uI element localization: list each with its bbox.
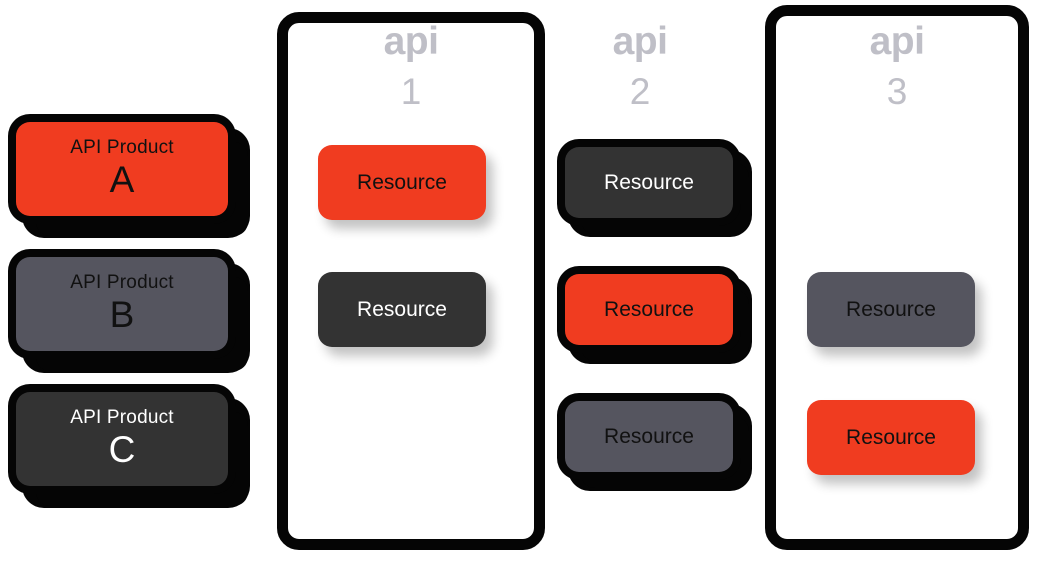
resource-chip[interactable]: Resource xyxy=(565,401,733,472)
resource-chip[interactable]: Resource xyxy=(318,145,486,220)
api-word-label: api xyxy=(383,20,439,63)
resource-chip[interactable]: Resource xyxy=(807,400,975,475)
api-product-card-c[interactable]: API Product C xyxy=(16,392,228,486)
api-group-label-2: api 2 xyxy=(556,22,724,110)
api-group-label-1: api 1 xyxy=(277,22,545,110)
api-number-label: 1 xyxy=(400,71,422,112)
api-product-label: API Product xyxy=(70,407,174,429)
resource-label: Resource xyxy=(604,298,694,321)
resource-label: Resource xyxy=(846,426,936,449)
api-product-card-a[interactable]: API Product A xyxy=(16,122,228,216)
api-word-label: api xyxy=(612,20,668,63)
resource-label: Resource xyxy=(357,171,447,194)
api-product-letter: A xyxy=(109,159,135,201)
api-product-letter: C xyxy=(108,429,136,471)
resource-chip[interactable]: Resource xyxy=(318,272,486,347)
api-word-label: api xyxy=(869,20,925,63)
api-number-label: 2 xyxy=(629,71,651,112)
resource-chip[interactable]: Resource xyxy=(565,147,733,218)
api-product-card-b[interactable]: API Product B xyxy=(16,257,228,351)
resource-chip[interactable]: Resource xyxy=(565,274,733,345)
api-product-label: API Product xyxy=(70,272,174,294)
resource-label: Resource xyxy=(604,171,694,194)
api-group-label-3: api 3 xyxy=(765,22,1029,110)
resource-label: Resource xyxy=(357,298,447,321)
api-product-label: API Product xyxy=(70,137,174,159)
resource-chip[interactable]: Resource xyxy=(807,272,975,347)
resource-label: Resource xyxy=(846,298,936,321)
api-product-letter: B xyxy=(109,294,135,336)
api-number-label: 3 xyxy=(886,71,908,112)
resource-label: Resource xyxy=(604,425,694,448)
